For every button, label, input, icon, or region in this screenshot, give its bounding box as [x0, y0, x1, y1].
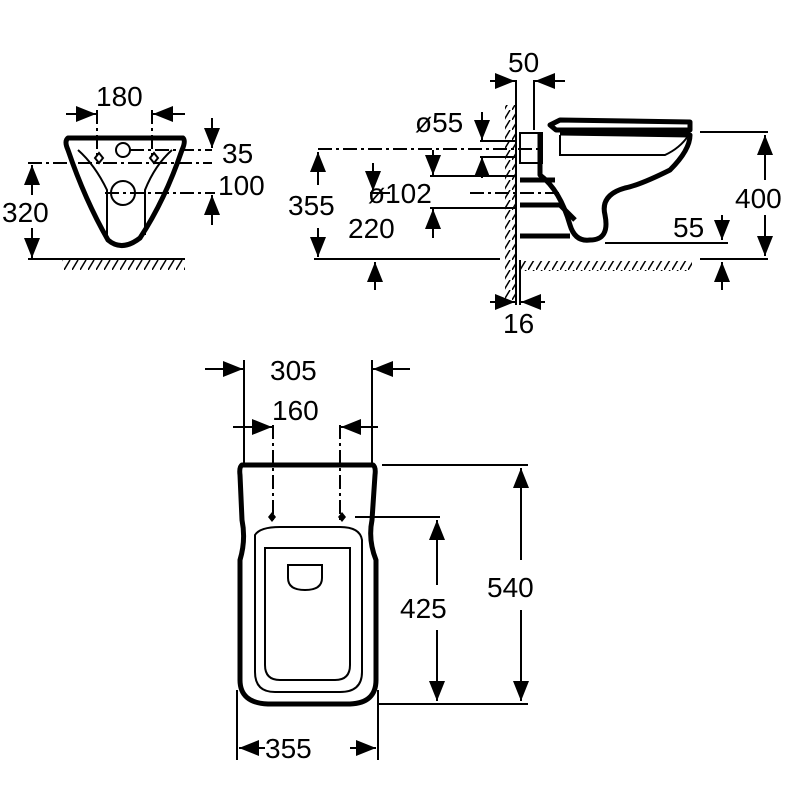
- dim-dia55: ø55: [415, 107, 463, 138]
- wall-hatch: [505, 105, 515, 300]
- dim-35: 35: [222, 138, 253, 169]
- dim-425: 425: [400, 593, 447, 624]
- dim-160: 160: [272, 395, 319, 426]
- dim-55-clearance: 55: [673, 212, 704, 243]
- dim-400: 400: [735, 183, 782, 214]
- seat-top-outline: [237, 462, 379, 707]
- inlet-hole: [115, 142, 131, 158]
- dim-305: 305: [270, 355, 317, 386]
- dim-220: 220: [348, 213, 395, 244]
- side-view: 50 ø55 ø102 220 355 400 55 16: [288, 47, 782, 339]
- dim-50: 50: [508, 47, 539, 78]
- dim-355-height: 355: [288, 190, 335, 221]
- dim-540: 540: [487, 572, 534, 603]
- floor-hatch: [62, 260, 185, 270]
- floor-hatch: [520, 261, 692, 271]
- bowl-side-outline: [547, 117, 693, 133]
- dim-180: 180: [96, 81, 143, 112]
- dim-16: 16: [503, 308, 534, 339]
- dim-355-width: 355: [265, 733, 312, 764]
- top-view: 305 160 540 425 355: [205, 355, 534, 764]
- dim-100: 100: [218, 170, 265, 201]
- front-view: 180 35 100 320: [2, 81, 265, 270]
- dim-320: 320: [2, 197, 49, 228]
- bowl-front-outline: [63, 135, 187, 248]
